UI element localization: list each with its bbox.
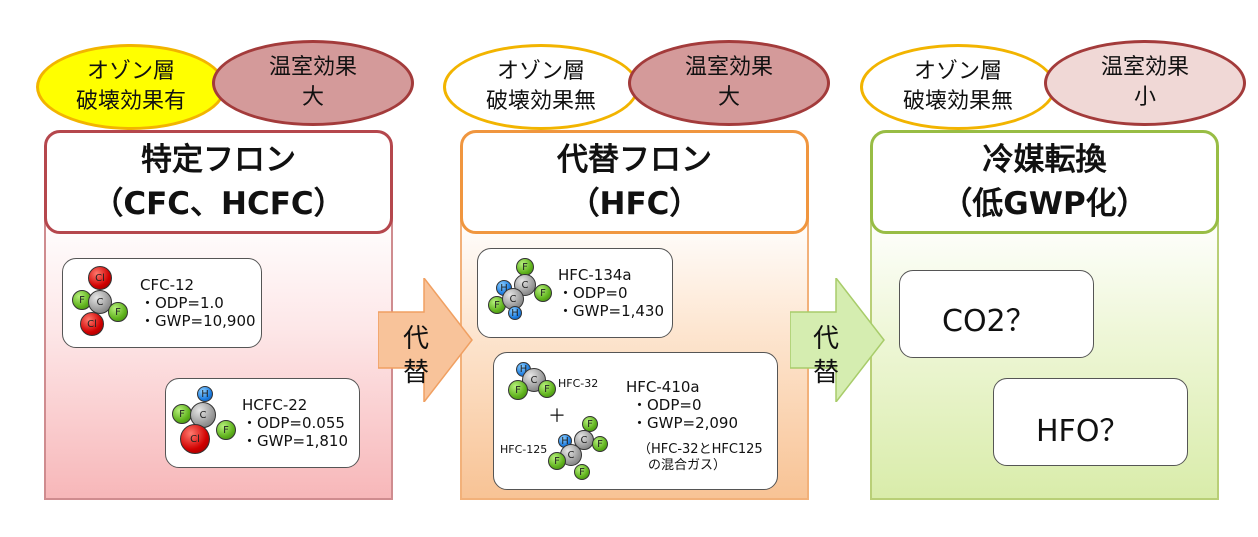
fluorine-atom: F xyxy=(538,380,556,398)
greenhouse-value: 大 xyxy=(301,85,324,110)
chlorine-atom: Cl xyxy=(88,266,112,290)
hydrogen-atom: H xyxy=(508,306,522,320)
odp-value: ・ODP=0.055 xyxy=(242,414,345,432)
refrigerant-name: CFC-12 xyxy=(140,276,195,294)
substitution-arrow-2 xyxy=(790,278,885,402)
gwp-value: ・GWP=1,430 xyxy=(558,302,665,320)
gwp-value: ・GWP=1,810 xyxy=(242,432,349,450)
fluorine-atom: F xyxy=(508,380,528,400)
odp-value: ・ODP=0 xyxy=(632,396,702,414)
gwp-value: ・GWP=2,090 xyxy=(632,414,739,432)
fluorine-atom: F xyxy=(72,290,92,310)
greenhouse-badge-hfc: 温室効果 大 xyxy=(628,40,830,126)
option-co2: CO2？ xyxy=(942,304,1036,339)
greenhouse-value: 小 xyxy=(1133,85,1156,110)
hfc125-label: HFC-125 xyxy=(500,443,548,456)
odp-value: ・ODP=0 xyxy=(558,284,628,302)
hfc32-label: HFC-32 xyxy=(558,377,599,390)
arrow-char: 代 xyxy=(402,324,429,354)
odp-value: ・ODP=1.0 xyxy=(140,294,224,312)
mixture-note-line-1: （HFC-32とHFC125 xyxy=(638,442,763,457)
title-line-2: （低GWP化） xyxy=(941,186,1148,222)
fluorine-atom: F xyxy=(582,416,598,432)
fluorine-atom: F xyxy=(592,436,608,452)
carbon-atom: C xyxy=(190,402,216,428)
refrigerant-name: HFC-134a xyxy=(558,266,632,284)
substitution-arrow-1 xyxy=(378,278,473,402)
ozone-badge-hfc: オゾン層 破壊効果無 xyxy=(443,44,639,130)
refrigerant-name: HFC-410a xyxy=(626,378,700,396)
option-card-hfo xyxy=(993,378,1188,466)
ozone-badge-low-gwp: オゾン層 破壊効果無 xyxy=(860,44,1056,130)
greenhouse-label: 温室効果 xyxy=(1100,55,1189,80)
greenhouse-label: 温室効果 xyxy=(268,55,357,80)
mixture-note-line-2: の混合ガス） xyxy=(648,458,727,473)
chlorine-atom: Cl xyxy=(80,312,104,336)
title-line-1: 代替フロン xyxy=(557,142,712,178)
arrow-char: 替 xyxy=(402,358,429,388)
ozone-value: 破壊効果無 xyxy=(902,89,1013,114)
ozone-label: オゾン層 xyxy=(913,59,1002,84)
gwp-value: ・GWP=10,900 xyxy=(140,312,256,330)
greenhouse-badge-low-gwp: 温室効果 小 xyxy=(1044,40,1246,126)
hydrogen-atom: H xyxy=(197,386,213,402)
chlorine-atom: Cl xyxy=(180,424,210,454)
refrigerant-name: HCFC-22 xyxy=(242,396,308,414)
title-line-1: 冷媒転換 xyxy=(982,142,1107,178)
title-line-1: 特定フロン xyxy=(141,142,296,178)
column-title-cfc: 特定フロン （CFC、HCFC） xyxy=(44,130,393,234)
greenhouse-badge-cfc: 温室効果 大 xyxy=(212,40,414,126)
carbon-atom: C xyxy=(574,430,594,450)
fluorine-atom: F xyxy=(216,420,236,440)
column-title-hfc: 代替フロン （HFC） xyxy=(460,130,809,234)
arrow-label-2: 代 替 xyxy=(806,322,846,390)
ozone-badge-cfc: オゾン層 破壊効果有 xyxy=(36,44,226,130)
fluorine-atom: F xyxy=(534,284,552,302)
plus-sign: ＋ xyxy=(548,406,566,427)
greenhouse-value: 大 xyxy=(717,85,740,110)
fluorine-atom: F xyxy=(574,464,590,480)
arrow-char: 替 xyxy=(812,358,839,388)
title-line-2: （HFC） xyxy=(568,186,701,222)
column-title-low-gwp: 冷媒転換 （低GWP化） xyxy=(870,130,1219,234)
ozone-value: 破壊効果有 xyxy=(75,89,186,114)
ozone-label: オゾン層 xyxy=(86,59,175,84)
fluorine-atom: F xyxy=(108,302,128,322)
option-card-co2 xyxy=(899,270,1094,358)
greenhouse-label: 温室効果 xyxy=(684,55,773,80)
fluorine-atom: F xyxy=(172,404,192,424)
ozone-label: オゾン層 xyxy=(496,59,585,84)
fluorine-atom: F xyxy=(548,452,566,470)
option-hfo: HFO？ xyxy=(1036,414,1130,449)
arrow-label-1: 代 替 xyxy=(396,322,436,390)
arrow-char: 代 xyxy=(812,324,839,354)
title-line-2: （CFC、HCFC） xyxy=(92,186,345,222)
ozone-value: 破壊効果無 xyxy=(485,89,596,114)
